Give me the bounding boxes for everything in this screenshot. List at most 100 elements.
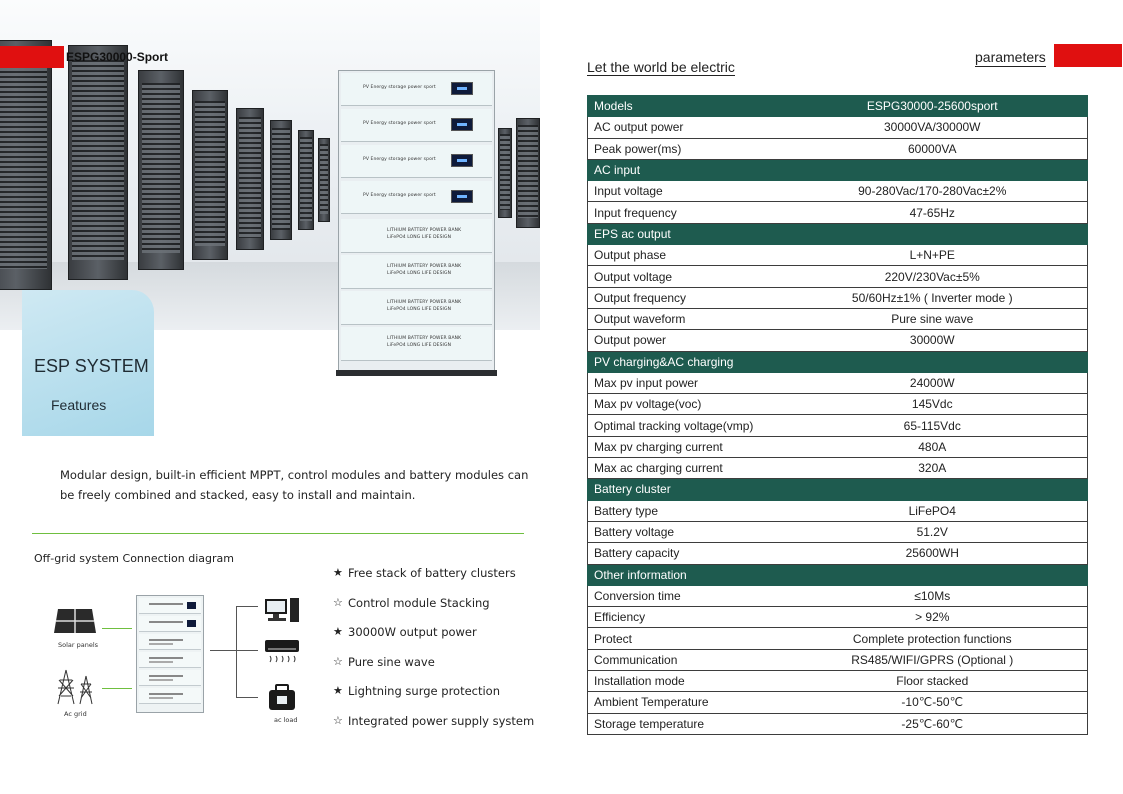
red-accent-tab	[0, 46, 64, 68]
table-section-row: AC input	[587, 158, 1088, 182]
param-name: Battery voltage	[587, 520, 778, 544]
diagram-module	[139, 652, 201, 668]
connector-line	[102, 628, 132, 629]
param-value: 320A	[777, 457, 1088, 480]
param-value: 90-280Vac/170-280Vac±2%	[777, 180, 1088, 203]
star-icon: ★	[333, 566, 343, 579]
cabinet-base	[336, 370, 497, 376]
param-name: Max pv voltage(voc)	[587, 393, 778, 416]
table-row: Ambient Temperature-10℃-50℃	[587, 691, 1088, 714]
lcd-screen-icon	[451, 190, 473, 203]
connector-line	[236, 606, 237, 698]
param-name: Battery capacity	[587, 542, 778, 565]
server-room-photo	[0, 0, 540, 330]
power-tower-icon	[57, 669, 93, 705]
param-name: Efficiency	[587, 606, 778, 629]
divider	[32, 533, 524, 534]
battery-cabinet-image: PV Energy storage power sport PV Energy …	[338, 70, 495, 372]
pv-module: PV Energy storage power sport	[341, 181, 492, 214]
product-name: ESPG30000-Sport	[66, 50, 169, 64]
parameters-title: parameters	[975, 49, 1046, 67]
diagram-title: Off-grid system Connection diagram	[34, 552, 234, 565]
param-name: Battery type	[587, 499, 778, 522]
param-name: Ambient Temperature	[587, 691, 778, 714]
ac-load-label: ac load	[274, 716, 298, 724]
param-value: 24000W	[777, 371, 1088, 395]
param-name: PV charging&AC charging	[587, 350, 778, 373]
param-value: 47-65Hz	[777, 201, 1088, 224]
server-rack	[0, 40, 52, 290]
param-name: Peak power(ms)	[587, 137, 778, 160]
param-name: Max pv input power	[587, 371, 778, 395]
param-name: Max ac charging current	[587, 457, 778, 480]
feature-item: ★30000W output power	[333, 625, 477, 640]
tagline: Let the world be electric	[587, 59, 735, 76]
param-value: ≤10Ms	[777, 584, 1088, 608]
connector-line	[236, 650, 258, 651]
server-rack	[498, 128, 512, 218]
server-rack	[236, 108, 264, 250]
param-name: Output phase	[587, 244, 778, 267]
param-value: 60000VA	[777, 137, 1088, 160]
param-value	[777, 158, 1088, 182]
param-value: ESPG30000-25600sport	[777, 94, 1088, 118]
server-rack	[192, 90, 228, 260]
table-row: Efficiency> 92%	[587, 606, 1088, 629]
table-row: Conversion time≤10Ms	[587, 584, 1088, 608]
param-value: RS485/WIFI/GPRS (Optional )	[777, 648, 1088, 672]
param-value: -10℃-50℃	[777, 691, 1088, 714]
table-section-row: Battery cluster	[587, 478, 1088, 501]
param-name: Storage temperature	[587, 712, 778, 735]
feature-item: ★Free stack of battery clusters	[333, 566, 516, 580]
param-value: Floor stacked	[777, 670, 1088, 693]
feature-item: ☆Control module Stacking	[333, 595, 490, 610]
diagram-module	[139, 688, 201, 704]
server-rack	[318, 138, 330, 222]
feature-item: ★Lightning surge protection	[333, 684, 501, 699]
diagram-stack-icon	[136, 595, 204, 713]
param-name: Optimal tracking voltage(vmp)	[587, 414, 778, 437]
pv-module-label: PV Energy storage power sport	[363, 85, 436, 90]
param-name: Models	[587, 94, 778, 118]
param-value: 65-115Vdc	[777, 414, 1088, 437]
param-value: LiFePO4	[777, 499, 1088, 522]
param-value: 30000VA/30000W	[777, 116, 1088, 139]
param-name: Max pv charging current	[587, 435, 778, 459]
ac-grid-label: Ac grid	[64, 710, 87, 718]
param-name: Input voltage	[587, 180, 778, 203]
table-row: Optimal tracking voltage(vmp)65-115Vdc	[587, 414, 1088, 437]
param-value: 51.2V	[777, 520, 1088, 544]
pv-module: PV Energy storage power sport	[341, 109, 492, 142]
param-name: Conversion time	[587, 584, 778, 608]
param-name: AC input	[587, 158, 778, 182]
param-value: 145Vdc	[777, 393, 1088, 416]
table-section-row: PV charging&AC charging	[587, 350, 1088, 373]
feature-item: ☆Pure sine wave	[333, 654, 435, 669]
param-value: 50/60Hz±1% ( Inverter mode )	[777, 286, 1088, 309]
table-section-row: EPS ac output	[587, 222, 1088, 246]
pv-module-label: PV Energy storage power sport	[363, 121, 436, 126]
pv-module-label: PV Energy storage power sport	[363, 193, 436, 198]
param-name: Battery cluster	[587, 478, 778, 501]
esp-system-title: ESP SYSTEM	[34, 356, 149, 376]
